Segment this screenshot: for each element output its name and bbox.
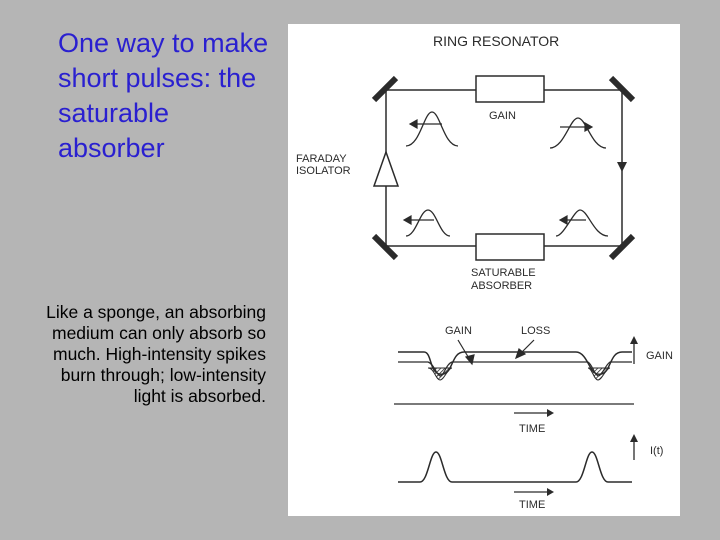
pulse-bottom-left (405, 209, 451, 237)
pulse-direction-arrows (402, 118, 594, 226)
mirror-bottom-right (608, 233, 636, 261)
intensity-pulse-train (398, 451, 632, 483)
slide-title: One way to make short pulses: the satura… (58, 28, 269, 163)
ring-resonator-figure: RING RESONATOR GAIN SATURABLE ABSO (288, 24, 680, 516)
pulse-bottom-right (555, 209, 609, 237)
time-axis-label-2: TIME (519, 499, 545, 511)
ring-pulses (405, 111, 609, 237)
faraday-isolator-triangle (372, 149, 400, 187)
mirror-bottom-left (371, 233, 399, 261)
net-gain-window-2 (587, 367, 611, 381)
gain-medium-label: GAIN (489, 110, 516, 122)
gain-medium-block (475, 75, 545, 103)
slide-body-text: Like a sponge, an absorbing medium can o… (46, 302, 266, 406)
isolator-label-1: FARADAY (296, 153, 347, 165)
pulse-top-left (405, 111, 459, 147)
saturable-absorber-block (475, 233, 545, 261)
intensity-axis-arrowhead (630, 434, 638, 442)
gain-curve-label: GAIN (445, 325, 472, 337)
time-arrow-2-head (547, 488, 554, 496)
gain-axis-arrowhead (630, 336, 638, 344)
isolator-label-2: ISOLATOR (296, 165, 351, 177)
mirror-top-left (371, 75, 399, 103)
pulse-top-right (549, 117, 607, 149)
intensity-axis-label: I(t) (650, 445, 663, 457)
figure-svg: RING RESONATOR GAIN SATURABLE ABSO (296, 33, 673, 511)
right-side-arrow (617, 162, 627, 172)
loss-curve-label: LOSS (521, 325, 550, 337)
time-arrow-1-head (547, 409, 554, 417)
net-gain-window-1 (427, 367, 453, 381)
mirror-top-right (608, 75, 636, 103)
time-axis-label-1: TIME (519, 423, 545, 435)
gain-axis-label: GAIN (646, 350, 673, 362)
saturable-absorber-label-2: ABSORBER (471, 280, 532, 292)
saturable-absorber-label-1: SATURABLE (471, 267, 536, 279)
ring-resonator-label: RING RESONATOR (433, 33, 559, 49)
